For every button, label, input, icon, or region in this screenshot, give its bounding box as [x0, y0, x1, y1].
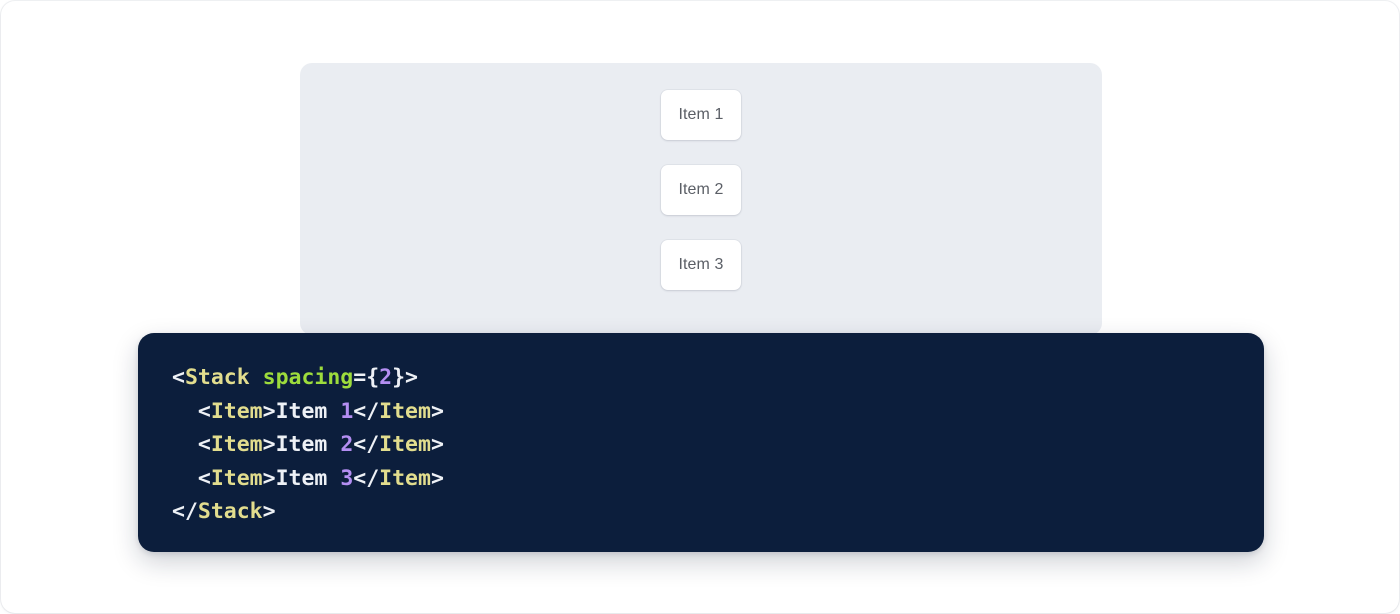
code-token-tag: Item — [379, 398, 431, 424]
code-token-punct: > — [262, 465, 276, 491]
code-token-punct: < — [172, 365, 185, 390]
code-token-num: 2 — [379, 365, 393, 390]
code-token-num: 2 — [340, 432, 354, 458]
code-token-punct: > — [262, 398, 276, 424]
code-token-punct: }> — [392, 365, 418, 390]
code-token-tag: Stack — [184, 365, 250, 390]
code-token-punct: </ — [353, 398, 380, 424]
stack-container: Item 1 Item 2 Item 3 — [661, 90, 741, 290]
code-token-punct: > — [430, 398, 444, 424]
code-token-tag: Item — [210, 465, 263, 491]
stack-item-label: Item 2 — [678, 181, 724, 198]
code-token-punct: </ — [353, 432, 380, 458]
code-token-tag: Item — [210, 432, 263, 458]
code-token-punct: > — [262, 432, 276, 458]
code-token-text: Item — [275, 432, 341, 458]
code-token-punct: < — [197, 432, 211, 458]
code-token-punct: ={ — [353, 365, 380, 390]
code-snippet-text: <Stack spacing={2}> <Item>Item 1</Item> … — [172, 361, 1264, 529]
stack-item-label: Item 3 — [678, 256, 724, 273]
stack-item-label: Item 1 — [678, 106, 724, 123]
code-token-text: Item — [275, 398, 341, 424]
code-token-punct: </ — [353, 465, 380, 491]
code-token-tag: Stack — [197, 499, 263, 525]
code-token-punct: < — [197, 465, 211, 491]
code-token-text: Item — [275, 465, 341, 491]
stack-item[interactable]: Item 3 — [661, 240, 741, 290]
code-token-punct: > — [430, 432, 444, 458]
code-token-tag: Item — [210, 398, 263, 424]
component-preview-panel: Item 1 Item 2 Item 3 — [300, 63, 1102, 335]
code-token-punct: < — [197, 398, 211, 424]
code-token-punct: </ — [172, 499, 198, 525]
code-token-text — [250, 365, 263, 390]
code-token-tag: Item — [379, 465, 431, 491]
code-snippet-panel: <Stack spacing={2}> <Item>Item 1</Item> … — [138, 333, 1264, 552]
code-token-attr: spacing — [262, 365, 354, 390]
code-token-tag: Item — [379, 432, 431, 458]
stack-item[interactable]: Item 1 — [661, 90, 741, 140]
code-token-num: 1 — [340, 398, 354, 424]
code-token-punct: > — [262, 499, 276, 525]
code-token-num: 3 — [340, 465, 354, 491]
code-token-punct: > — [430, 465, 444, 491]
stack-item[interactable]: Item 2 — [661, 165, 741, 215]
